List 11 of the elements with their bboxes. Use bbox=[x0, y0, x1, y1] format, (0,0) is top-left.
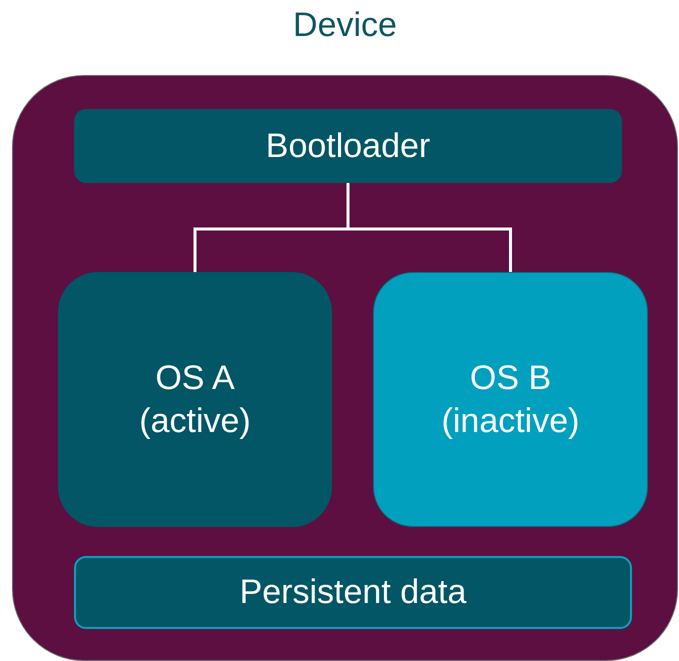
device-container bbox=[12, 75, 678, 661]
os-box bbox=[58, 272, 332, 527]
diagram-heading: Device bbox=[292, 8, 398, 42]
connector-line bbox=[346, 183, 512, 272]
box-label: OS B (inactive) bbox=[440, 358, 580, 442]
box-label: Persistent data bbox=[240, 572, 466, 614]
persistent-data-box bbox=[74, 556, 632, 629]
box-label: OS A (active) bbox=[138, 358, 252, 442]
box-label: Bootloader bbox=[266, 126, 430, 167]
os-box bbox=[373, 272, 648, 527]
bootloader-box bbox=[74, 109, 622, 183]
